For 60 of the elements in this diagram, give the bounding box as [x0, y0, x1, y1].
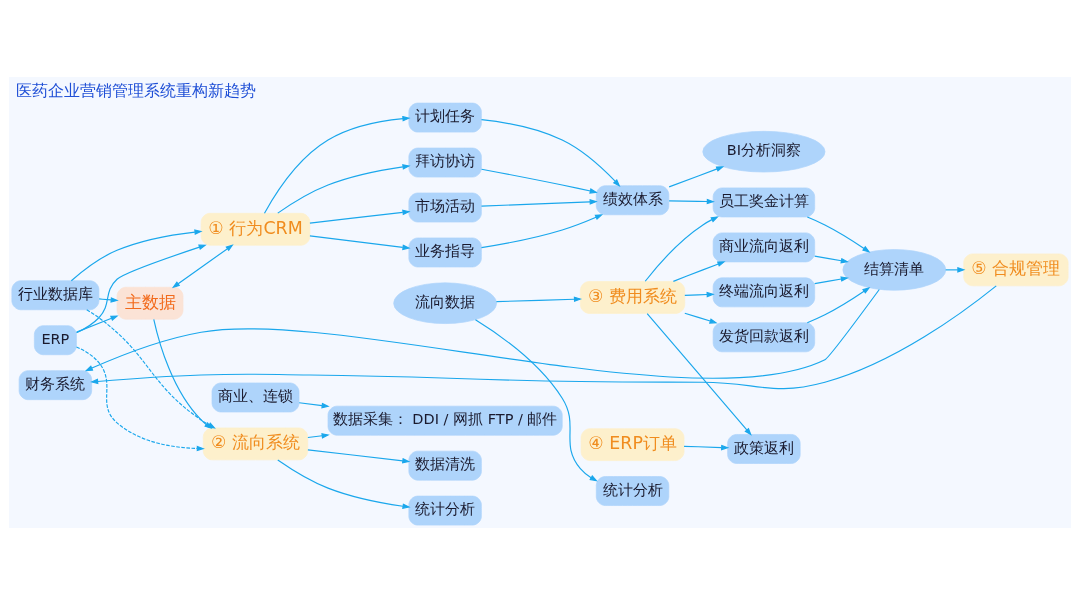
node-box: 终端流向返利 [712, 277, 816, 307]
node-box: 主数据 [116, 286, 184, 320]
node-box: 统计分析 [595, 475, 670, 506]
node-box: ERP [34, 324, 77, 355]
node-box: 行业数据库 [11, 279, 100, 310]
arrow [806, 286, 871, 323]
arrow [672, 260, 726, 282]
arrow [309, 234, 411, 250]
node-ellipse: 流向数据 [393, 282, 497, 324]
arrow [480, 168, 598, 194]
arrow [76, 244, 207, 333]
arrow [684, 291, 715, 297]
node-box: ① 行为CRM [200, 212, 311, 246]
arrow [277, 163, 411, 214]
arrow [668, 165, 725, 187]
node-box: 数据清洗 [408, 450, 482, 480]
arrow [70, 228, 203, 281]
arrow [806, 215, 871, 253]
node-box: 业务指导 [408, 237, 482, 267]
node-box: 财务系统 [18, 369, 92, 400]
arrow [307, 432, 330, 439]
node-box: 市场活动 [408, 192, 482, 222]
arrow [277, 458, 411, 509]
arrow [480, 118, 621, 187]
arrow [646, 312, 752, 436]
arrow [171, 243, 234, 288]
arrow [153, 318, 213, 429]
arrow [298, 401, 330, 408]
node-box: ⑤ 合规管理 [963, 253, 1069, 286]
node-box: 绩效体系 [595, 184, 670, 215]
arrow [474, 318, 598, 481]
arrow [75, 345, 205, 451]
node-box: 拜访协访 [408, 147, 482, 177]
arrow [98, 296, 119, 303]
node-box: 数据采集： DDI / 网抓 FTP / 邮件 [327, 405, 563, 436]
node-box: ③ 费用系统 [580, 280, 686, 314]
node-box: 商业流向返利 [712, 232, 816, 262]
arrow [76, 314, 119, 333]
arrow [945, 266, 966, 273]
arrow [683, 444, 730, 450]
node-box: 计划任务 [408, 102, 482, 132]
arrow [668, 198, 715, 204]
arrow [684, 312, 718, 324]
arrow [495, 295, 583, 302]
diagram-title: 医药企业营销管理系统重构新趋势 [16, 80, 257, 100]
arrow [307, 448, 411, 464]
arrow [814, 275, 849, 284]
arrow [309, 209, 411, 224]
node-box: 统计分析 [408, 495, 482, 525]
node-box: 商业、连锁 [211, 382, 300, 412]
arrow [644, 215, 719, 282]
node-box: 员工奖金计算 [712, 187, 816, 217]
node-box: 政策返利 [727, 433, 801, 464]
arrow [263, 115, 411, 214]
arrow [814, 255, 849, 263]
arrow [480, 198, 598, 207]
arrow [480, 213, 604, 248]
node-box: 发货回款返利 [712, 321, 816, 352]
node-box: ④ ERP订单 [580, 427, 685, 461]
node-box: ② 流向系统 [202, 427, 309, 460]
